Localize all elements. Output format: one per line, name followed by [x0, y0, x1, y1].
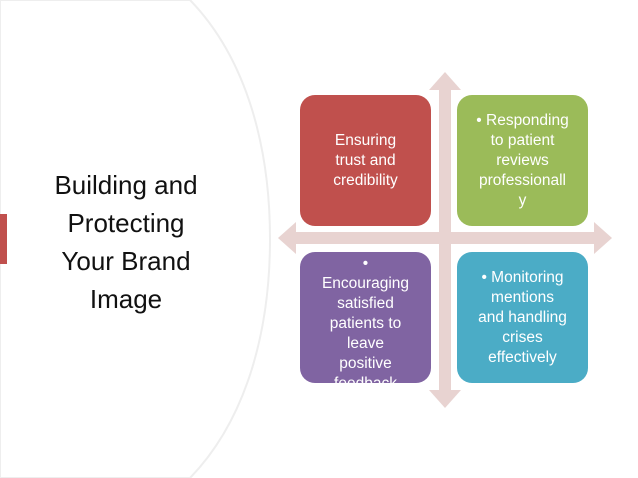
quadrant-bottom-right: • Monitoring mentions and handling crise…	[457, 252, 588, 383]
arrow-head-down	[429, 390, 461, 408]
quadrant-bottom-right-text: • Monitoring mentions and handling crise…	[478, 269, 567, 366]
arrow-vertical-bar	[439, 86, 451, 394]
arrow-head-right	[594, 222, 612, 254]
quadrant-top-right-text: • Responding to patient reviews professi…	[476, 112, 569, 209]
arrow-head-left	[278, 222, 296, 254]
quadrant-bottom-left-text: • Encouraging satisfied patients to leav…	[321, 255, 410, 383]
quadrant-bottom-left: • Encouraging satisfied patients to leav…	[300, 252, 431, 383]
arrow-head-up	[429, 72, 461, 90]
accent-bar	[0, 214, 7, 264]
slide-title: Building and Protecting Your Brand Image	[54, 170, 198, 314]
left-arc-shape	[0, 0, 272, 478]
quadrant-top-left: Ensuring trust and credibility	[300, 95, 431, 226]
quadrant-top-right: • Responding to patient reviews professi…	[457, 95, 588, 226]
cross-arrows	[278, 72, 612, 408]
quadrant-top-left-text: Ensuring trust and credibility	[333, 132, 398, 189]
